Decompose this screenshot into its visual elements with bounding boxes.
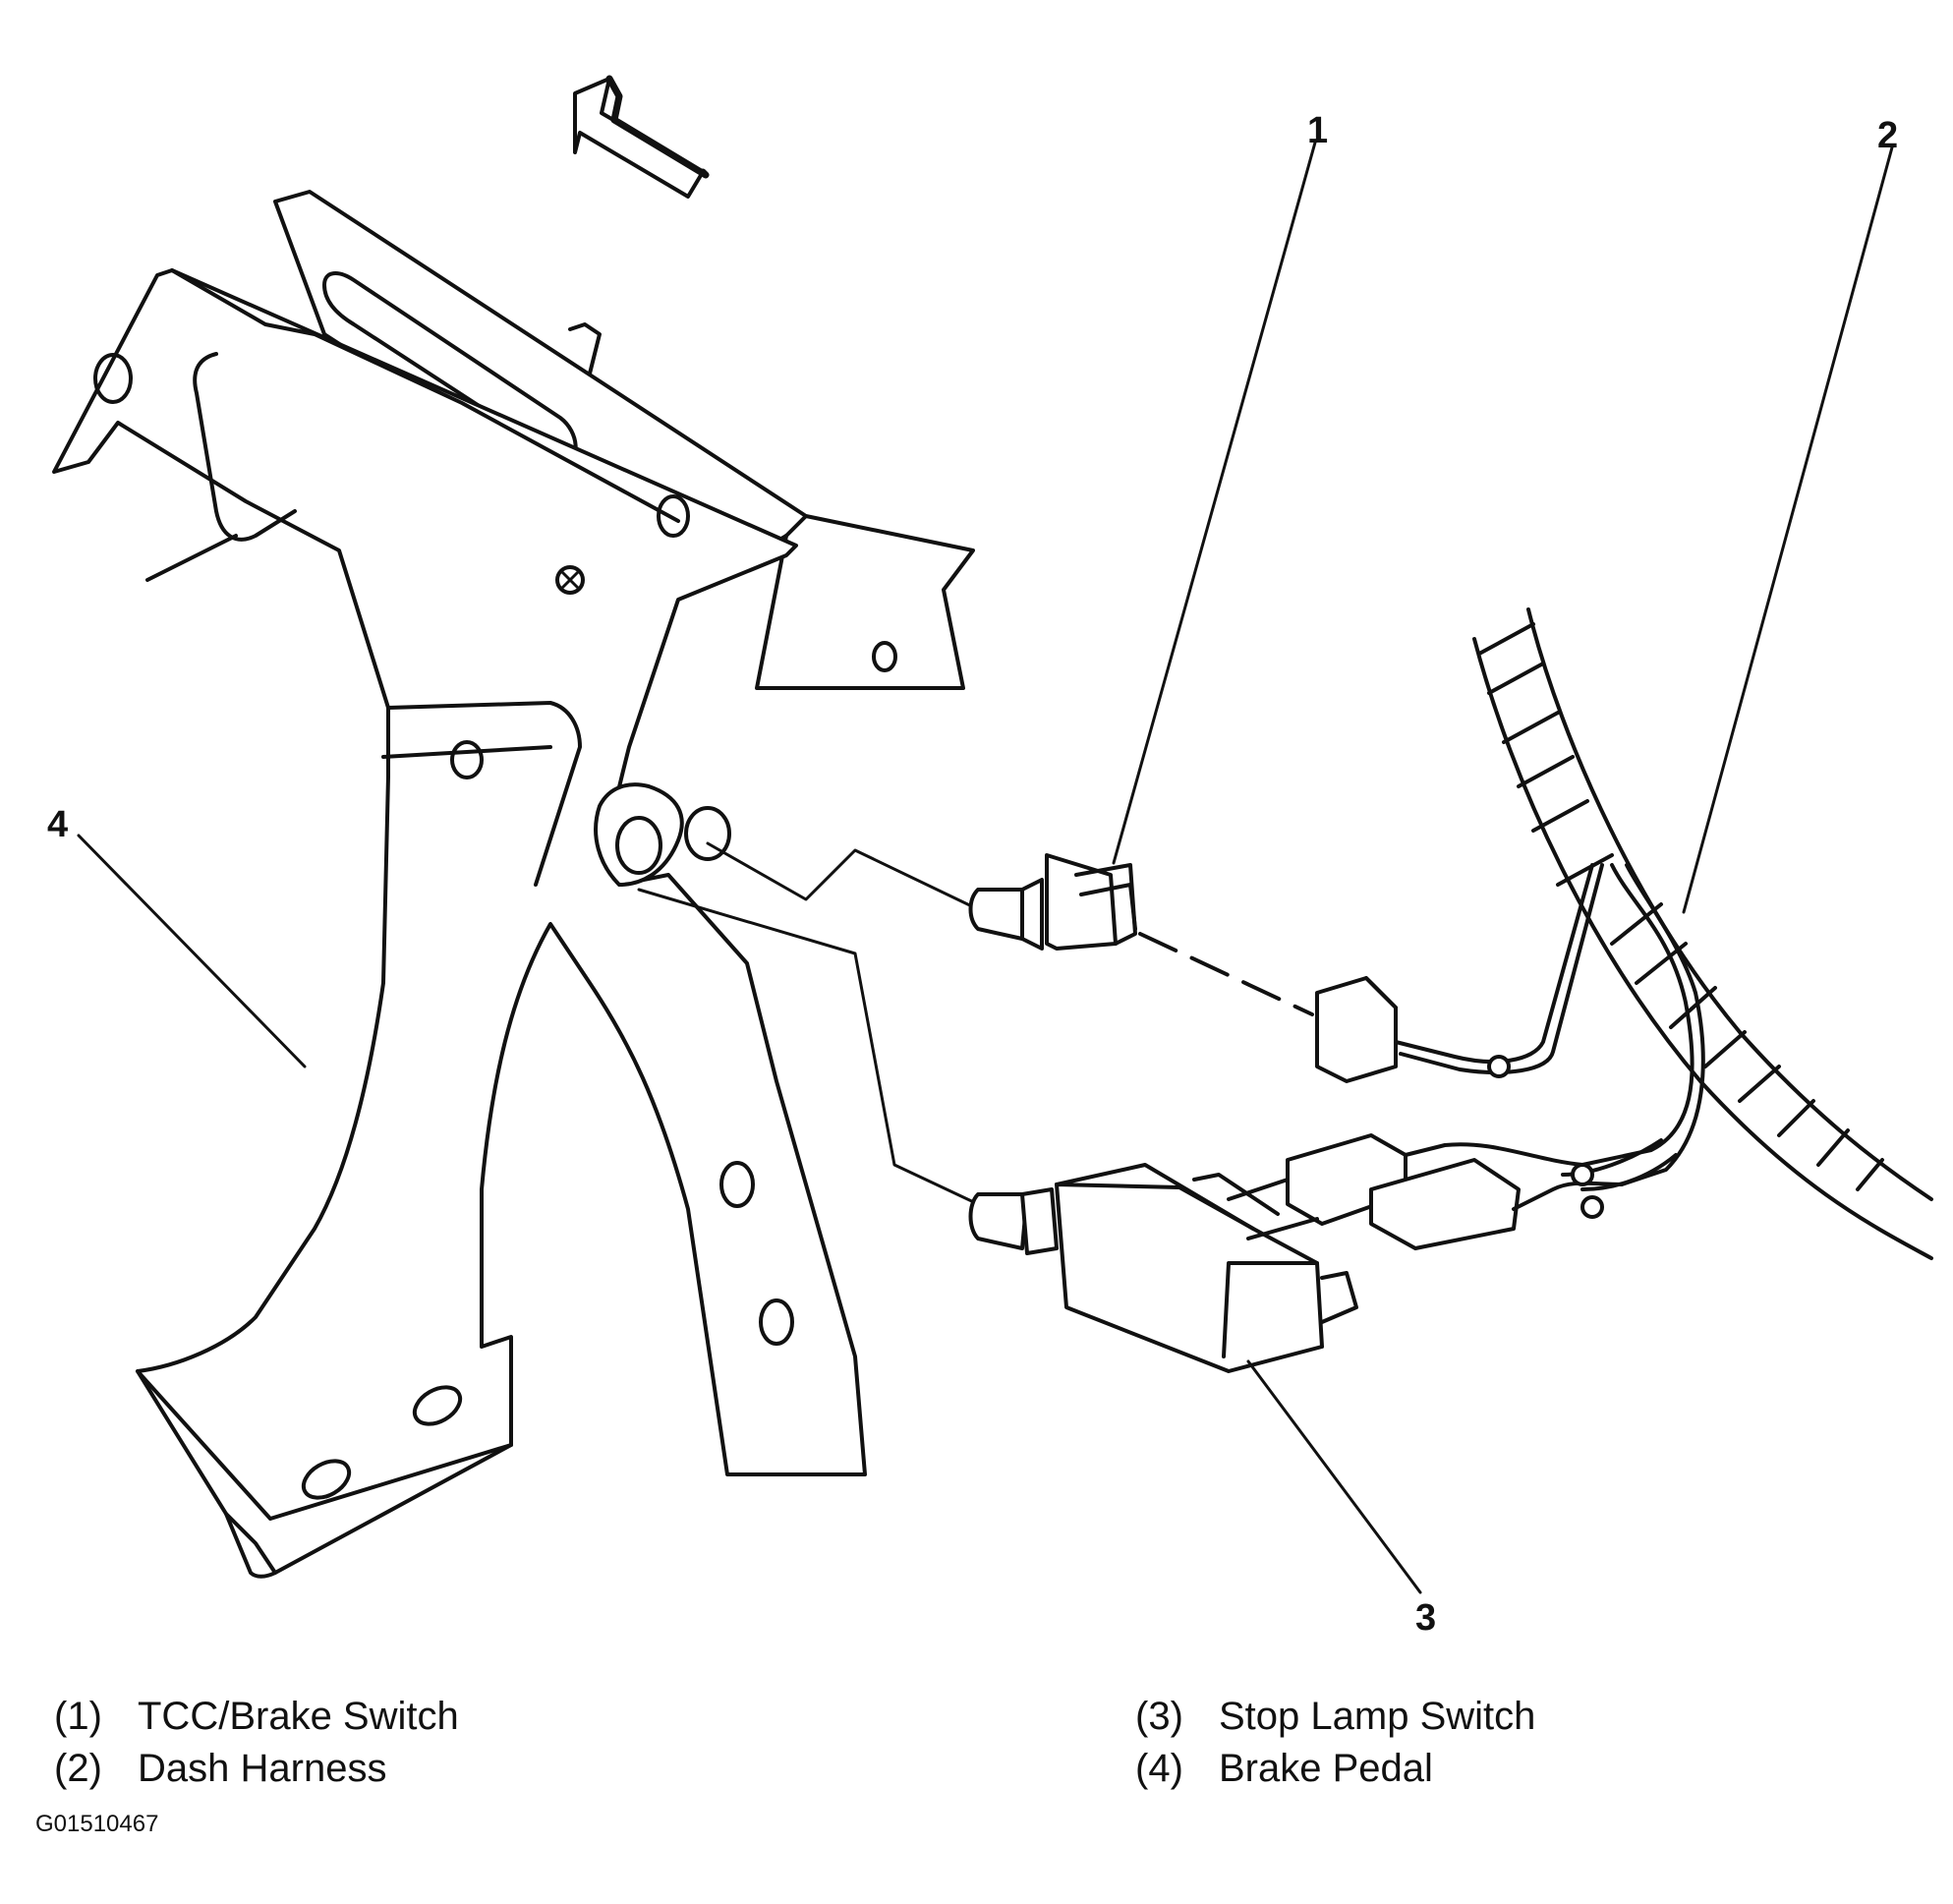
callout-3: 3: [1415, 1597, 1437, 1639]
stop-lamp-switch: [968, 1163, 1358, 1373]
legend-label: Stop Lamp Switch: [1219, 1695, 1536, 1738]
callout-4: 4: [47, 804, 69, 845]
legend-number: (2): [54, 1747, 102, 1790]
legend-label: Dash Harness: [138, 1747, 387, 1790]
dash-harness: [1472, 607, 1933, 1260]
legend-right: (3) Stop Lamp Switch (4) Brake Pedal: [1135, 1691, 1535, 1795]
legend-number: (4): [1135, 1747, 1183, 1790]
legend-number: (1): [54, 1695, 102, 1738]
legend-label: TCC/Brake Switch: [138, 1695, 459, 1738]
callout-1: 1: [1307, 110, 1329, 151]
harness-connectors: [1227, 863, 1705, 1250]
legend-item: (1) TCC/Brake Switch: [54, 1691, 459, 1743]
brake-pedal: [52, 268, 867, 1579]
callout-2: 2: [1877, 115, 1899, 156]
figure-id: G01510467: [35, 1811, 159, 1837]
leader-lines: [77, 141, 1894, 1594]
switch-alignment-lines: [637, 841, 980, 1206]
tcc-brake-switch: [968, 853, 1314, 1016]
forward-arrow-icon: [573, 75, 710, 199]
legend-item: (4) Brake Pedal: [1135, 1743, 1535, 1795]
legend-item: (2) Dash Harness: [54, 1743, 459, 1795]
legend-left: (1) TCC/Brake Switch (2) Dash Harness: [54, 1691, 459, 1795]
legend-item: (3) Stop Lamp Switch: [1135, 1691, 1535, 1743]
legend-number: (3): [1135, 1695, 1183, 1738]
legend-label: Brake Pedal: [1219, 1747, 1433, 1790]
